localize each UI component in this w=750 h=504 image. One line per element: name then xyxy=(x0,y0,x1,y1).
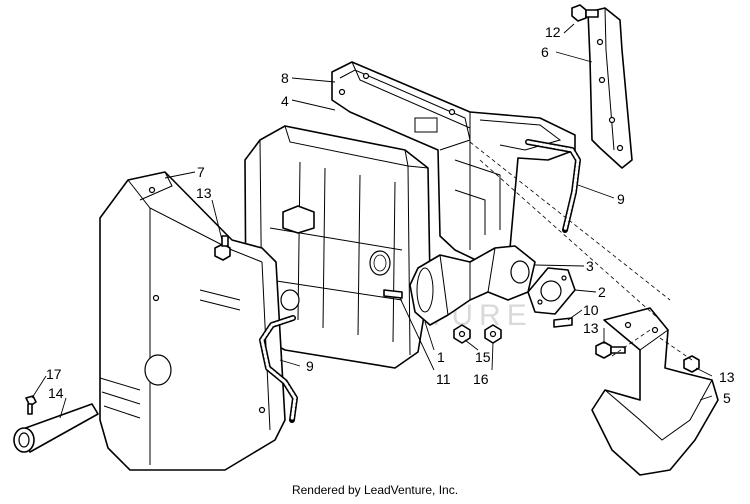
callout-13-far: 13 xyxy=(719,369,735,385)
gasket-right xyxy=(525,139,581,233)
leader-6 xyxy=(555,51,593,63)
callout-4: 4 xyxy=(281,93,289,109)
mounting-bracket-bottom xyxy=(591,307,719,476)
callout-2: 2 xyxy=(598,284,606,300)
callout-13-left: 13 xyxy=(196,185,212,201)
leader-5 xyxy=(699,395,713,401)
screw-17 xyxy=(25,395,37,415)
muffler-rear-body xyxy=(331,61,576,263)
leader-9-right xyxy=(577,184,615,199)
leader-8 xyxy=(291,77,336,83)
callout-6: 6 xyxy=(541,44,549,60)
callout-5: 5 xyxy=(723,390,731,406)
leader-7 xyxy=(164,171,196,179)
leader-14 xyxy=(59,397,67,419)
callout-17: 17 xyxy=(46,366,62,382)
leader-12 xyxy=(563,23,575,34)
gasket-left xyxy=(259,315,298,423)
nut-16 xyxy=(484,324,502,344)
leader-17 xyxy=(31,375,47,399)
leader-13-far xyxy=(695,367,713,377)
bolt-13-far xyxy=(683,355,700,373)
callout-9-left: 9 xyxy=(306,358,314,374)
callout-8: 8 xyxy=(281,70,289,86)
callout-1: 1 xyxy=(437,349,445,365)
callout-3: 3 xyxy=(586,258,594,274)
callout-13-right: 13 xyxy=(583,320,599,336)
leader-11 xyxy=(399,297,435,371)
bolt-13-left xyxy=(214,235,231,261)
leader-16 xyxy=(491,341,494,371)
nut-15 xyxy=(453,324,471,344)
mounting-bracket-top xyxy=(587,7,633,169)
exhaust-pipe xyxy=(409,245,536,326)
callout-9-right: 9 xyxy=(617,191,625,207)
assembly-line xyxy=(611,329,651,357)
assembly-line xyxy=(469,141,671,301)
leader-3 xyxy=(534,264,585,267)
leader-10 xyxy=(567,309,583,321)
leader-13-left xyxy=(211,199,223,241)
callout-14: 14 xyxy=(48,385,64,401)
assembly-line xyxy=(479,159,661,321)
leader-4 xyxy=(291,99,336,111)
callout-15: 15 xyxy=(475,349,491,365)
callout-12: 12 xyxy=(545,24,561,40)
flange-gasket xyxy=(527,267,576,315)
leader-2 xyxy=(574,289,597,293)
leader-15 xyxy=(464,339,479,351)
callout-11: 11 xyxy=(436,371,451,387)
bolt-13-right xyxy=(595,341,626,359)
stud-10 xyxy=(553,317,573,328)
callout-7: 7 xyxy=(197,164,205,180)
render-credit: Rendered by LeadVenture, Inc. xyxy=(291,483,459,497)
leader-9-left xyxy=(279,359,301,367)
bolt-12 xyxy=(571,4,599,22)
leader-1 xyxy=(424,321,435,351)
tail-pipe xyxy=(13,403,99,453)
stud-11 xyxy=(383,289,403,299)
callout-16: 16 xyxy=(473,371,489,387)
callout-10: 10 xyxy=(583,302,599,318)
